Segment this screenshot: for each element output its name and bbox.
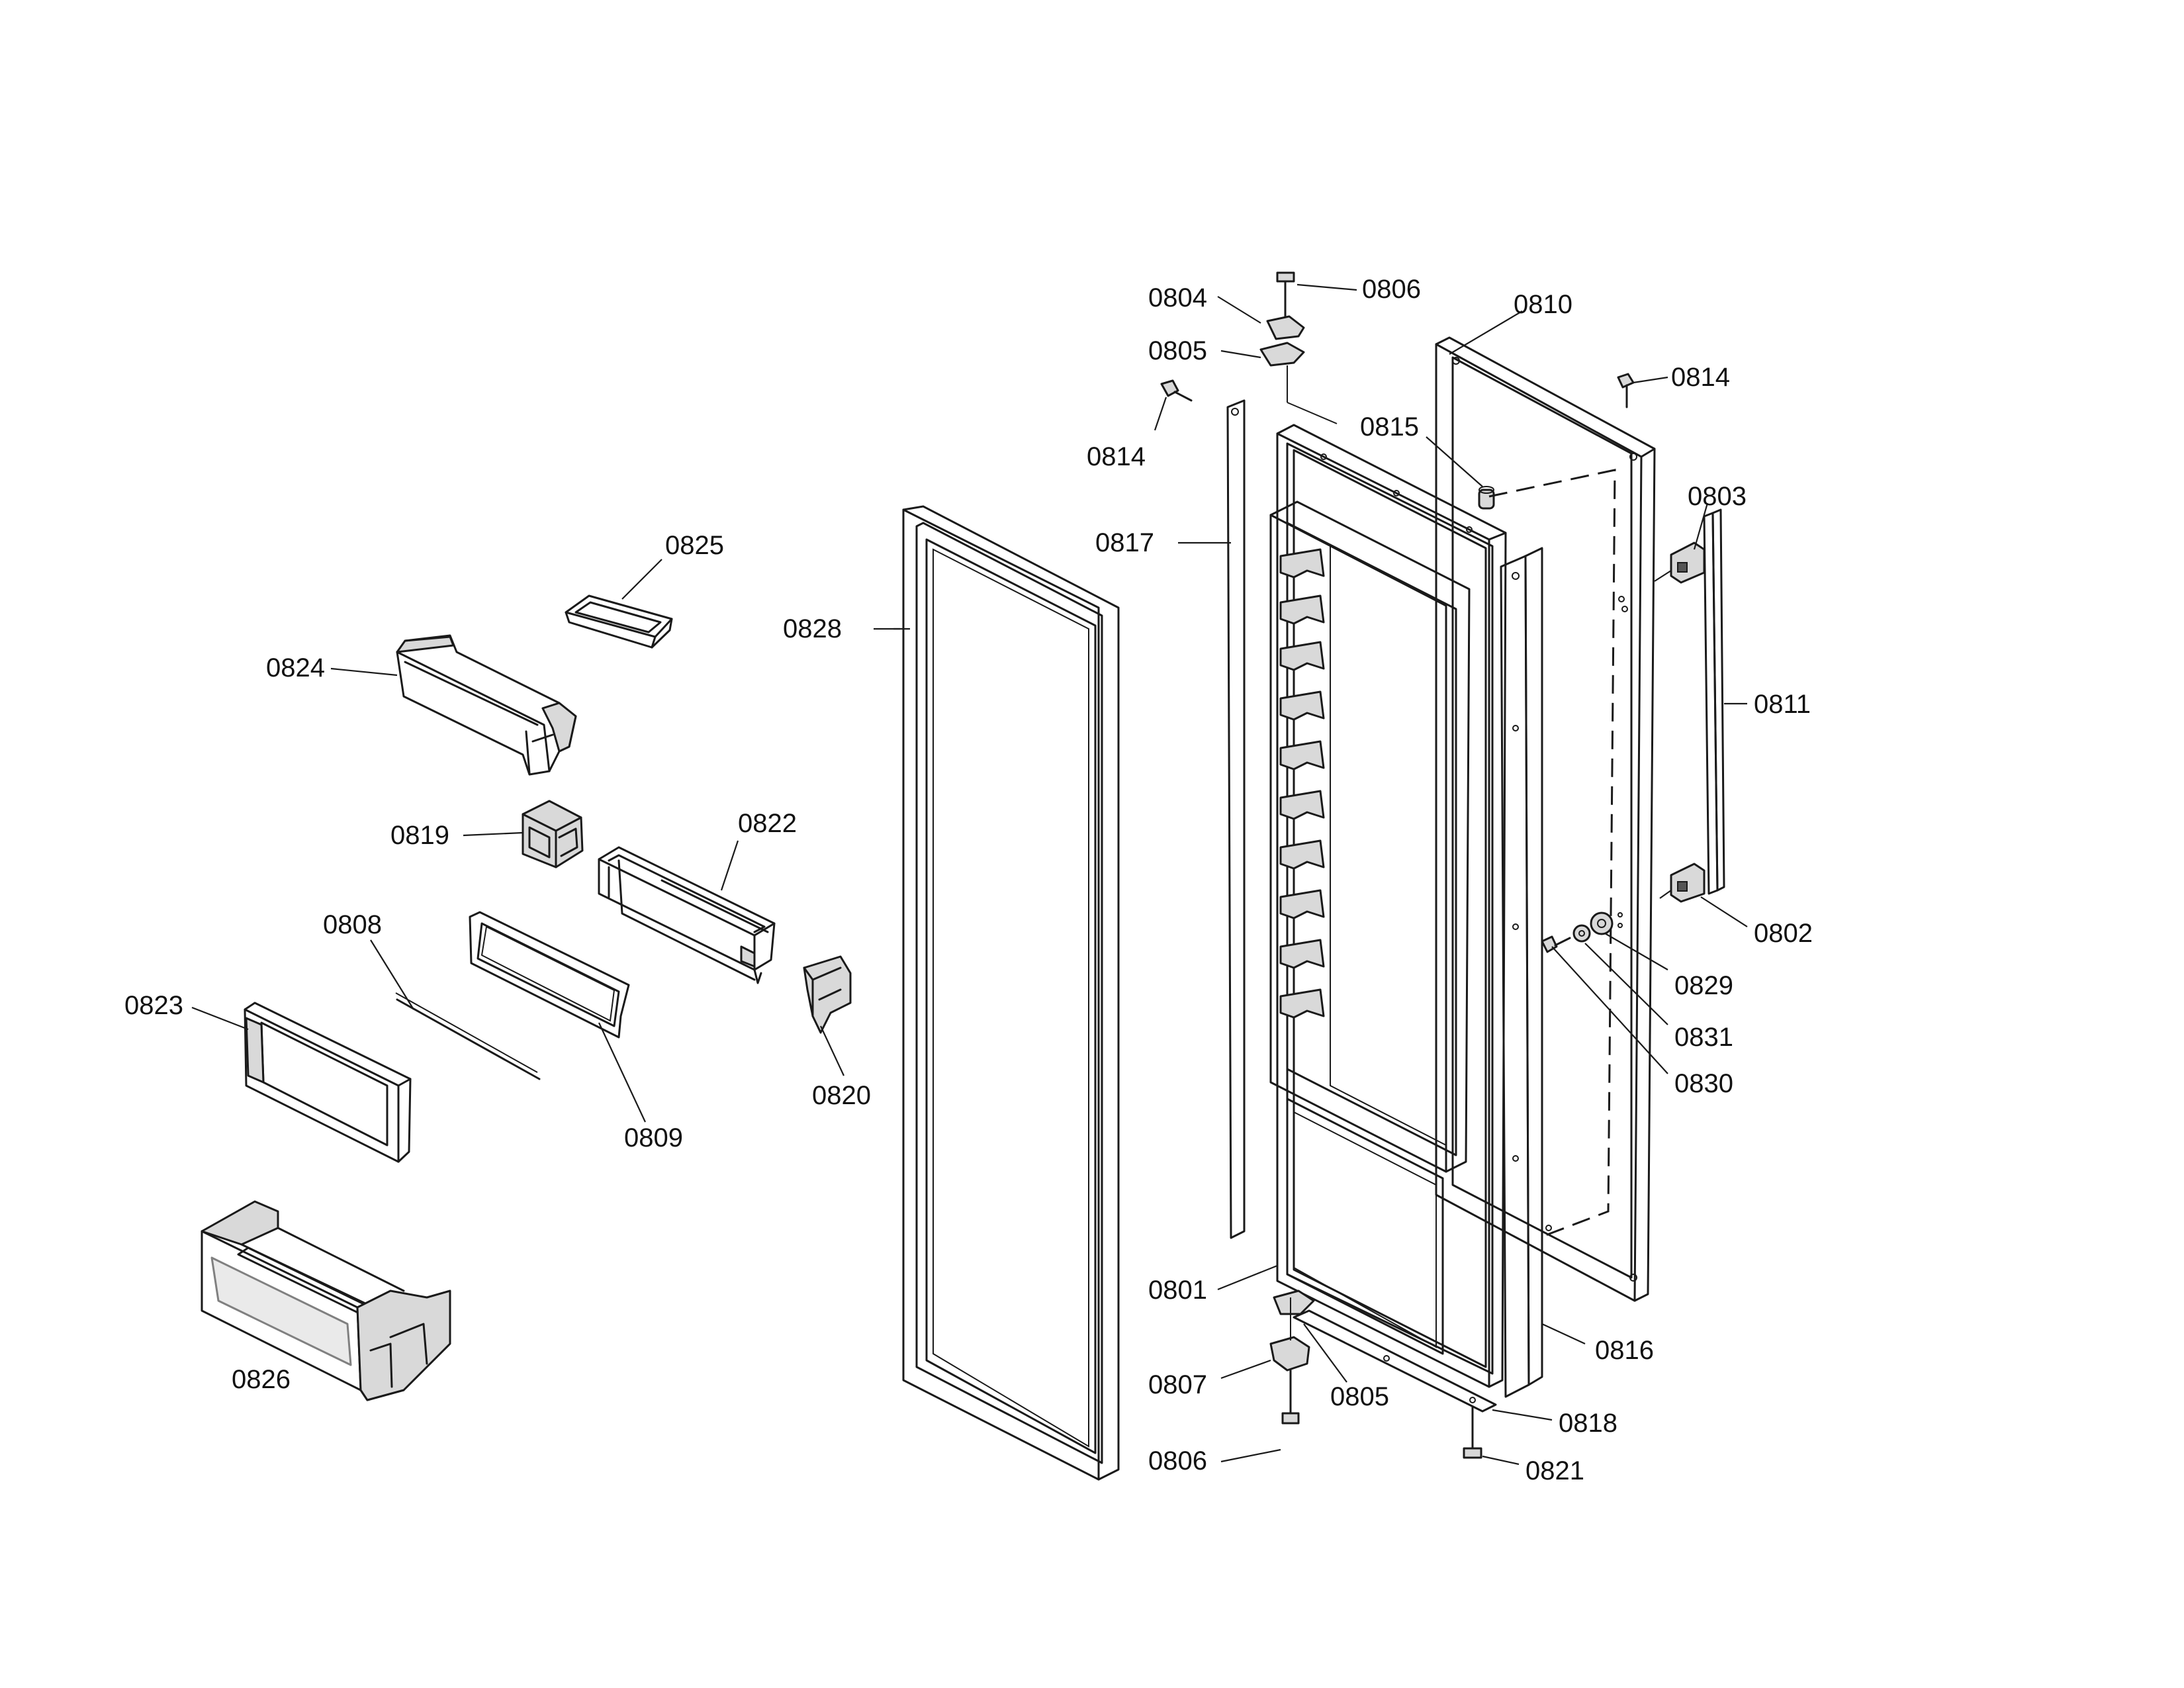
part-outer-door-panel <box>1435 336 1656 1302</box>
callout-0818: 0818 <box>1559 1409 1617 1438</box>
part-door-bin-large <box>201 1200 451 1401</box>
callout-0820: 0820 <box>812 1081 871 1110</box>
part-bracket-side <box>803 955 852 1034</box>
shelf-hooks <box>1279 548 1325 1019</box>
part-handle-cap-top <box>1670 541 1706 584</box>
callout-0810: 0810 <box>1514 290 1572 319</box>
part-shelf-lid <box>244 1002 412 1163</box>
callout-0811: 0811 <box>1754 690 1811 719</box>
callout-0806-top: 0806 <box>1362 275 1421 304</box>
part-door-bin-upper <box>396 634 577 776</box>
part-small-tray <box>565 594 673 649</box>
part-bushing <box>1478 486 1495 510</box>
part-screw-bottom <box>1463 1405 1482 1459</box>
part-bracket-small <box>522 800 584 868</box>
callout-0801: 0801 <box>1148 1276 1207 1305</box>
callout-0808: 0808 <box>323 910 382 939</box>
callout-0806-bottom: 0806 <box>1148 1446 1207 1476</box>
part-screw-left <box>1160 379 1193 402</box>
callout-0802: 0802 <box>1754 919 1813 948</box>
callout-0823: 0823 <box>124 991 183 1020</box>
part-trim-strip <box>395 992 541 1080</box>
part-side-seal-left <box>1226 399 1246 1239</box>
part-dairy-compartment <box>598 846 776 984</box>
callout-0807: 0807 <box>1148 1370 1207 1399</box>
part-door-gasket <box>902 505 1120 1481</box>
callout-0805-top: 0805 <box>1148 336 1207 365</box>
callout-0803: 0803 <box>1688 482 1747 511</box>
callout-0814-right: 0814 <box>1671 363 1730 392</box>
callout-0816: 0816 <box>1595 1336 1654 1365</box>
callout-0831: 0831 <box>1674 1023 1733 1052</box>
callout-0819: 0819 <box>390 821 449 850</box>
part-handle-bar <box>1703 508 1725 895</box>
part-bottom-hinge <box>1269 1289 1315 1425</box>
callout-0830: 0830 <box>1674 1069 1733 1098</box>
callout-0817: 0817 <box>1095 528 1154 557</box>
callout-0829: 0829 <box>1674 971 1733 1000</box>
callout-0825: 0825 <box>665 531 724 560</box>
part-top-hinge <box>1259 271 1338 424</box>
part-screw-right <box>1617 373 1635 408</box>
callout-0804: 0804 <box>1148 283 1207 312</box>
callout-0828: 0828 <box>783 614 842 643</box>
callout-0809: 0809 <box>624 1123 683 1152</box>
leader-lines <box>191 283 1748 1466</box>
part-flap-frame <box>469 911 630 1039</box>
callout-0826: 0826 <box>232 1365 291 1394</box>
callout-0824: 0824 <box>266 653 325 682</box>
callout-0805-bottom: 0805 <box>1330 1382 1389 1411</box>
callout-0814-left: 0814 <box>1087 442 1146 471</box>
part-handle-cap-bottom <box>1670 863 1706 903</box>
part-door-liner <box>1269 424 1507 1388</box>
callout-0822: 0822 <box>738 809 797 838</box>
part-side-seal-right <box>1500 547 1543 1398</box>
callout-0821: 0821 <box>1525 1456 1584 1485</box>
part-bottom-trim <box>1293 1309 1497 1413</box>
callout-0815: 0815 <box>1360 412 1419 442</box>
